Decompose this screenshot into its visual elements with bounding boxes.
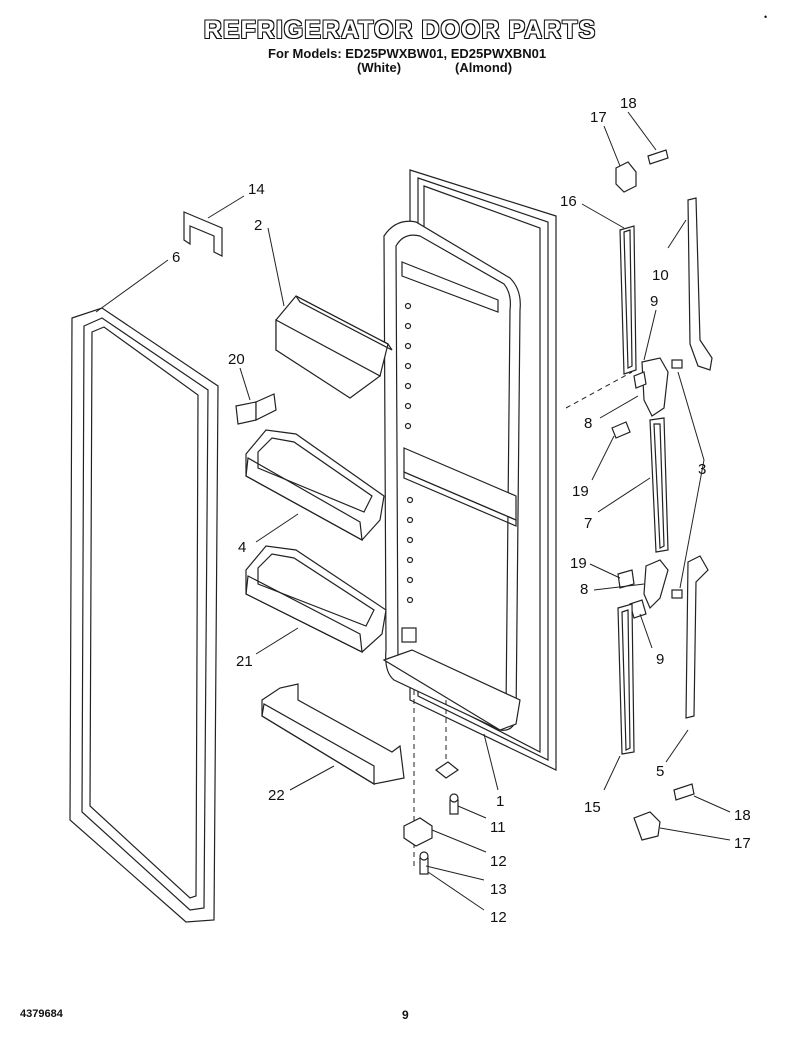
part-5-gasket-strip <box>685 555 709 719</box>
part-2-dairy-door <box>275 295 393 399</box>
callout-11: 11 <box>490 819 506 836</box>
page-number: 9 <box>402 1008 409 1022</box>
part-door-gasket <box>69 307 219 923</box>
callout-1: 1 <box>496 793 504 810</box>
part-22-bottom-bin <box>261 683 405 786</box>
callout-9: 9 <box>656 651 664 668</box>
axis-line <box>565 371 633 409</box>
part-14-clip <box>183 211 223 257</box>
callout-16: 16 <box>560 193 577 210</box>
callout-10: 10 <box>652 267 669 284</box>
callout-labels: 17 18 16 10 9 8 3 19 7 19 8 9 5 15 18 17… <box>172 95 751 926</box>
document-number: 4379684 <box>20 1008 63 1020</box>
callout-6: 6 <box>172 249 180 266</box>
part-8-9-hinge-top <box>633 357 683 417</box>
callout-3: 3 <box>698 461 706 478</box>
part-16-trim <box>619 225 637 375</box>
leader-lines <box>95 111 731 911</box>
part-15-trim <box>617 603 635 755</box>
callout-20: 20 <box>228 351 245 368</box>
part-10-gasket-strip <box>687 197 713 371</box>
callout-19: 19 <box>570 555 587 572</box>
callout-8: 8 <box>580 581 588 598</box>
model-list: For Models: ED25PWXBW01, ED25PWXBN01 <box>268 46 547 61</box>
callout-2: 2 <box>254 217 262 234</box>
part-21-door-bin <box>245 545 387 654</box>
page-title: REFRIGERATOR DOOR PARTS <box>203 16 597 44</box>
part-17-18-bottom-bracket <box>633 783 695 841</box>
part-door-assembly <box>382 169 557 771</box>
callout-13: 13 <box>490 881 507 898</box>
callout-7: 7 <box>584 515 592 532</box>
callout-18: 18 <box>734 807 751 824</box>
corner-mark: • <box>764 12 768 22</box>
part-bottom-hinge-set <box>403 761 460 875</box>
callout-18: 18 <box>620 95 637 112</box>
callout-4: 4 <box>238 539 246 556</box>
part-20-clip <box>235 393 277 425</box>
callout-17: 17 <box>590 109 607 126</box>
callout-5: 5 <box>656 763 664 780</box>
callout-9: 9 <box>650 293 658 310</box>
callout-15: 15 <box>584 799 601 816</box>
callout-19: 19 <box>572 483 589 500</box>
callout-17: 17 <box>734 835 751 852</box>
callout-12: 12 <box>490 909 507 926</box>
part-7-trim <box>649 417 669 553</box>
callout-14: 14 <box>248 181 265 198</box>
callout-8: 8 <box>584 415 592 432</box>
part-17-18-top-bracket <box>615 149 669 193</box>
color-almond-label: (Almond) <box>455 60 513 75</box>
part-4-door-bin <box>245 429 385 542</box>
callout-22: 22 <box>268 787 285 804</box>
color-white-label: (White) <box>357 60 402 75</box>
part-19-screw-top <box>611 421 631 439</box>
callout-12: 12 <box>490 853 507 870</box>
callout-21: 21 <box>236 653 253 670</box>
